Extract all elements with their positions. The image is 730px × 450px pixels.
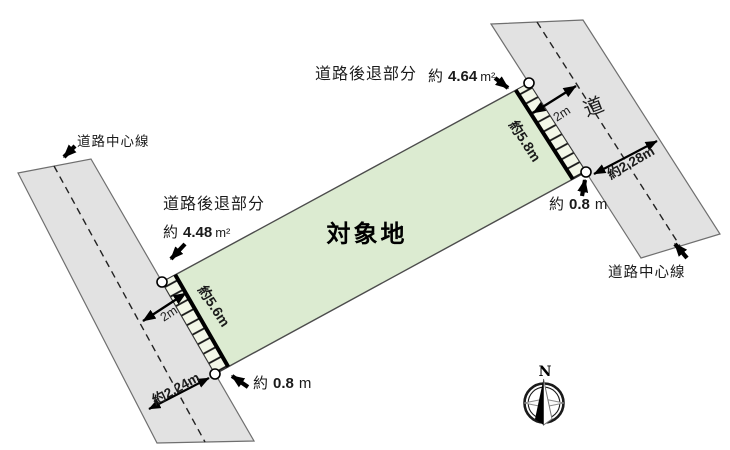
setback-section-title-left: 道路後退部分: [163, 196, 266, 213]
setback-line-left: [173, 273, 230, 368]
boundary-point: [580, 166, 592, 178]
approx-prefix: 約: [549, 196, 565, 213]
boundary-point: [523, 77, 535, 89]
pointer-arrow-setback-depth-left: [230, 374, 250, 389]
right-road-centerline: [536, 21, 681, 247]
depth-value: 0.8: [273, 375, 294, 392]
road-centerline-label-top-left: 道路中心線: [77, 134, 150, 149]
north-label: N: [538, 363, 552, 380]
pointer-arrow-setback-area-left: [169, 242, 187, 261]
dimension-arrow-2m-right: [532, 84, 577, 115]
road-centerline-label-bottom-right: 道路中心線: [608, 265, 686, 281]
area-value: 4.48: [183, 224, 213, 241]
right-road: [489, 19, 721, 259]
area-unit: m²: [215, 225, 231, 240]
boundary-point: [209, 368, 221, 380]
compass: [523, 378, 565, 426]
depth-unit: m: [594, 196, 608, 213]
setback-section-title-top: 道路後退部分: [315, 66, 418, 83]
approx-prefix: 約: [253, 375, 269, 392]
approx-prefix: 約: [163, 224, 179, 241]
dimension-arrow-2m-left: [142, 291, 187, 323]
area-unit: m²: [480, 69, 496, 84]
approx-prefix: 約: [428, 68, 444, 85]
left-road-centerline: [53, 165, 206, 443]
dimension-arrow-road-width-right: [593, 140, 658, 175]
compass-needle-black: [535, 379, 544, 425]
pointer-arrow-setback-area-top: [493, 76, 510, 90]
depth-unit: m: [298, 375, 312, 392]
setback-line-right: [514, 89, 575, 181]
depth-value: 0.8: [569, 196, 590, 213]
dimension-arrow-road-width-left: [148, 377, 210, 410]
pointer-arrow-setback-depth-right: [577, 178, 589, 197]
area-value: 4.64: [448, 68, 478, 85]
boundary-point: [156, 276, 168, 288]
pointer-arrow-centerline-bottom-right: [673, 242, 689, 260]
target-site-label: 対象地: [326, 221, 408, 249]
left-road: [17, 158, 256, 444]
pointer-arrow-centerline-top-left: [62, 144, 77, 159]
